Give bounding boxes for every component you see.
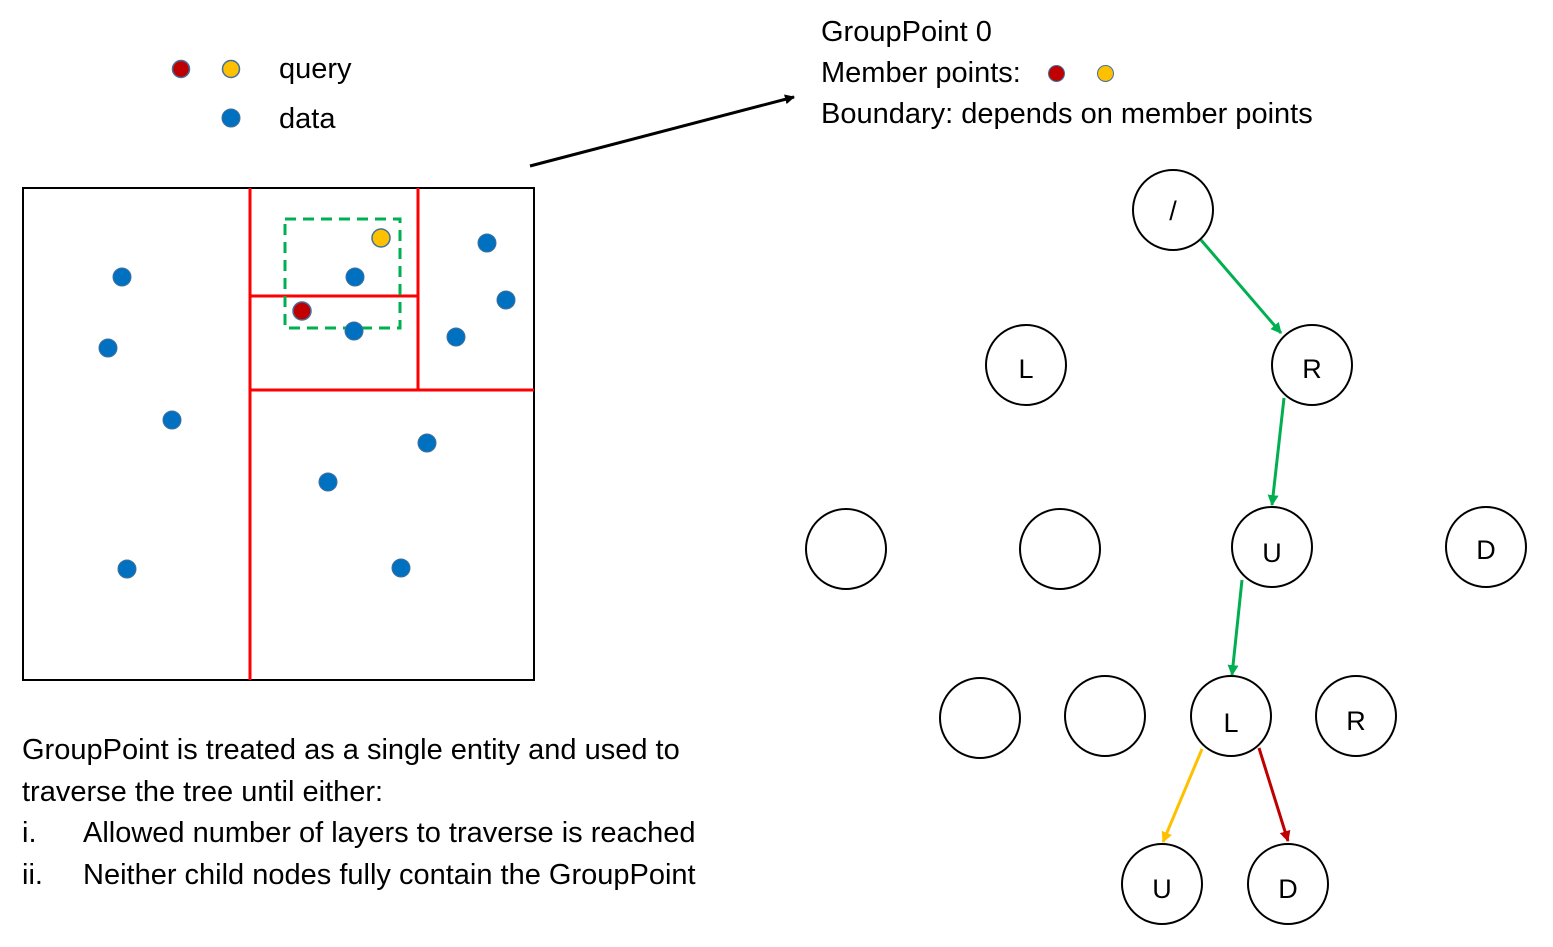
caption-list-marker: ii. (22, 858, 43, 891)
tree-node-label: D (1476, 535, 1496, 565)
tree-edge-red (1257, 747, 1291, 843)
tree-node-label: L (1018, 354, 1033, 384)
tree-node-label: R (1346, 706, 1366, 736)
data-point (344, 321, 364, 341)
data-point (477, 233, 497, 253)
tree-node-l2-b (1019, 508, 1101, 590)
caption-list-marker: i. (22, 817, 37, 849)
tree-node-l3-a (939, 677, 1021, 759)
group-title: GroupPoint 0 (821, 16, 992, 48)
group-point-boundary (283, 217, 402, 330)
tree-node-l2-down: D (1445, 506, 1527, 588)
caption-intro-line: GroupPoint is treated as a single entity… (22, 734, 680, 766)
group-info-arrow (529, 94, 795, 168)
tree-edge-green (1267, 397, 1286, 507)
data-point (391, 558, 411, 578)
legend-query-red-dot (171, 59, 191, 79)
tree-node-l1-right: R (1271, 324, 1353, 406)
space-partition (22, 187, 535, 681)
caption-list-text: Neither child nodes fully contain the Gr… (83, 858, 696, 891)
caption: GroupPoint is treated as a single entity… (22, 730, 696, 896)
caption-list-text: Allowed number of layers to traverse is … (83, 817, 696, 849)
data-point (496, 290, 516, 310)
data-point (417, 433, 437, 453)
tree-node-label: U (1262, 538, 1282, 568)
tree-node-l4-up: U (1121, 843, 1203, 925)
tree-node-label: / (1169, 196, 1177, 226)
member-point-yellow-dot (1096, 65, 1114, 82)
tree-edges (1161, 239, 1291, 844)
data-point (345, 267, 365, 287)
tree-node-l2-a (805, 508, 887, 590)
legend-data-dot (221, 108, 241, 128)
caption-list-item: ii. Neither child nodes fully contain th… (22, 855, 696, 897)
data-point (446, 327, 466, 347)
tree-node-label: D (1278, 874, 1298, 904)
tree-node-l3-left: L (1190, 675, 1272, 757)
caption-intro-line: traverse the tree until either: (22, 775, 384, 808)
query-point-yellow (371, 228, 391, 248)
data-point (98, 338, 118, 358)
group-members-label: Member points: (821, 57, 1021, 89)
tree-node-l2-up: U (1231, 506, 1313, 588)
query-point-red (292, 301, 312, 321)
group-info: GroupPoint 0 Member points: Boundary: de… (821, 12, 1313, 135)
data-point (117, 559, 137, 579)
tree-node-l3-right: R (1315, 675, 1397, 757)
tree-node-label: U (1152, 874, 1172, 904)
legend-query-label: query (279, 53, 352, 85)
data-point (112, 267, 132, 287)
caption-list-item: i. Allowed number of layers to traverse … (22, 813, 696, 855)
tree-node-l3-b (1064, 675, 1146, 757)
legend (171, 59, 241, 128)
group-members-row: Member points: (821, 53, 1313, 94)
legend-query-yellow-dot (221, 59, 241, 79)
data-point (318, 472, 338, 492)
tree-nodes: / L R U D (805, 169, 1527, 925)
data-point (162, 410, 182, 430)
tree-edge-yellow (1161, 748, 1204, 844)
tree-node-label: R (1302, 354, 1322, 384)
tree-edge-green (1227, 579, 1244, 677)
tree-edge-green (1199, 239, 1283, 334)
member-point-red-dot (1047, 65, 1065, 82)
group-boundary-text: Boundary: depends on member points (821, 98, 1313, 130)
space-boundary (22, 187, 535, 681)
tree-node-root: / (1132, 169, 1214, 251)
tree-node-l4-down: D (1247, 843, 1329, 925)
legend-data-label: data (279, 103, 336, 135)
tree-node-l1-left: L (985, 324, 1067, 406)
tree-node-label: L (1223, 708, 1238, 738)
